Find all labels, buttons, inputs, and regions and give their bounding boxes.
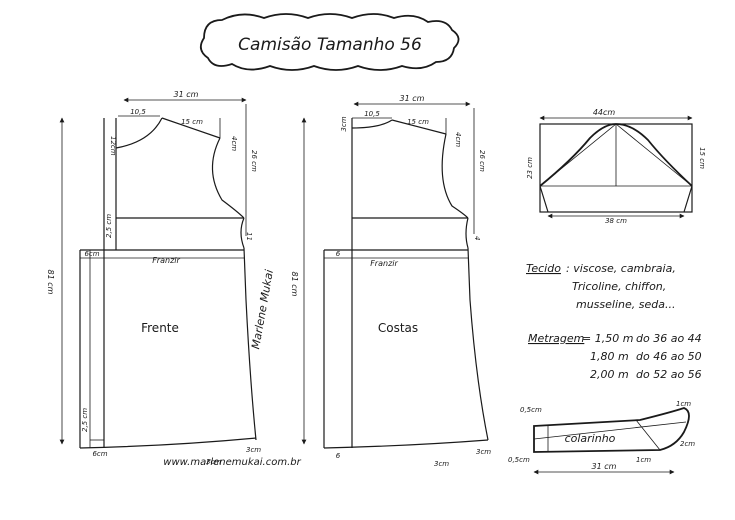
front-hem-curve-right: 3cm <box>246 446 261 454</box>
page-title: Camisão Tamanho 56 <box>238 35 422 55</box>
yardage-row-2-range: do 46 ao 50 <box>636 350 702 363</box>
collar-name: colarinho <box>565 432 616 445</box>
sleeve-height-right-label: 15 cm <box>698 147 706 169</box>
front-neck-depth-label: 12cm <box>109 136 117 156</box>
back-hem-curve-right: 3cm <box>476 448 491 456</box>
collar-width-label: 31 cm <box>592 462 617 471</box>
yardage-row-3-range: do 52 ao 56 <box>636 368 702 381</box>
front-hem-curve-bottom: 3cm <box>206 458 221 466</box>
front-neck-width-label: 10,5 <box>130 108 146 116</box>
front-length-label: 81 cm <box>46 270 55 295</box>
website-url: www.marlenemukai.com.br <box>163 457 301 468</box>
front-hem-bottom-label: 6cm <box>92 450 107 458</box>
back-neck-width-label: 10,5 <box>364 110 380 118</box>
back-armhole-label: 26 cm <box>478 150 486 172</box>
front-hem-side-label: 2,5 cm <box>81 408 89 432</box>
sleeve-pattern-piece: 44cm 23 cm 15 cm 38 cm <box>526 108 706 225</box>
collar-bottom-mid-label: 1cm <box>636 456 651 464</box>
collar-top-left-label: 0,5cm <box>520 406 542 414</box>
back-shoulder-label: 15 cm <box>407 118 429 126</box>
yardage-row-2-amount: 1,80 m <box>590 350 629 363</box>
fabric-line-1: : viscose, cambraia, <box>566 262 676 275</box>
back-length-label: 81 cm <box>290 272 299 297</box>
back-hem-curve-bottom: 3cm <box>434 460 449 468</box>
back-pleat-label: 6 <box>336 250 341 258</box>
front-yoke-label: 2,5 cm <box>105 214 113 238</box>
sleeve-top-label: 44cm <box>593 108 616 117</box>
front-shoulder-drop-label: 4cm <box>230 136 238 151</box>
back-piece-name: Costas <box>378 321 418 335</box>
fabric-note: Tecido : viscose, cambraia, Tricoline, c… <box>526 262 676 311</box>
front-side-mark: 11 <box>245 232 253 241</box>
fabric-heading: Tecido <box>526 262 561 275</box>
yardage-row-1-range: do 36 ao 44 <box>636 332 702 345</box>
sleeve-height-left-label: 23 cm <box>526 157 534 179</box>
back-side-mark: 4 <box>473 236 481 240</box>
yardage-row-1-amount: = 1,50 m <box>582 332 633 345</box>
front-armhole-label: 26 cm <box>250 150 258 172</box>
collar-bottom-right-label: 2cm <box>680 440 695 448</box>
front-pleat-label: 6cm <box>84 250 99 258</box>
yardage-note: Metragem = 1,50 m do 36 ao 44 1,80 m do … <box>528 332 702 381</box>
yardage-row-3-amount: 2,00 m <box>590 368 629 381</box>
front-width-label: 31 cm <box>174 90 199 99</box>
fabric-line-3: musseline, seda... <box>576 298 675 311</box>
fabric-line-2: Tricoline, chiffon, <box>572 280 666 293</box>
sleeve-bottom-label: 38 cm <box>605 217 627 225</box>
signature: Marlene Mukai <box>249 269 276 350</box>
back-hem-bottom-label: 6 <box>336 452 341 460</box>
back-pattern-piece: 31 cm 10,5 3cm 15 cm 4cm 26 cm 4 6 Franz… <box>290 94 491 468</box>
collar-right-top-label: 1cm <box>676 400 691 408</box>
front-gather-label: Franzir <box>152 256 180 265</box>
title-cloud: Camisão Tamanho 56 <box>199 13 460 71</box>
back-width-label: 31 cm <box>400 94 425 103</box>
front-pattern-piece: 31 cm 10,5 15 cm 4cm 26 cm 11 12cm 2,5 c… <box>46 90 261 466</box>
collar-pattern-piece: colarinho 0,5cm 1cm 1cm 2cm 0,5cm 31 cm <box>508 400 695 475</box>
front-shoulder-label: 15 cm <box>181 118 203 126</box>
back-neck-depth-label: 3cm <box>340 116 348 131</box>
front-piece-name: Frente <box>141 321 179 335</box>
back-gather-label: Franzir <box>370 259 398 268</box>
collar-bottom-left-label: 0,5cm <box>508 456 530 464</box>
back-shoulder-drop-label: 4cm <box>454 132 462 147</box>
yardage-heading: Metragem <box>528 332 584 345</box>
